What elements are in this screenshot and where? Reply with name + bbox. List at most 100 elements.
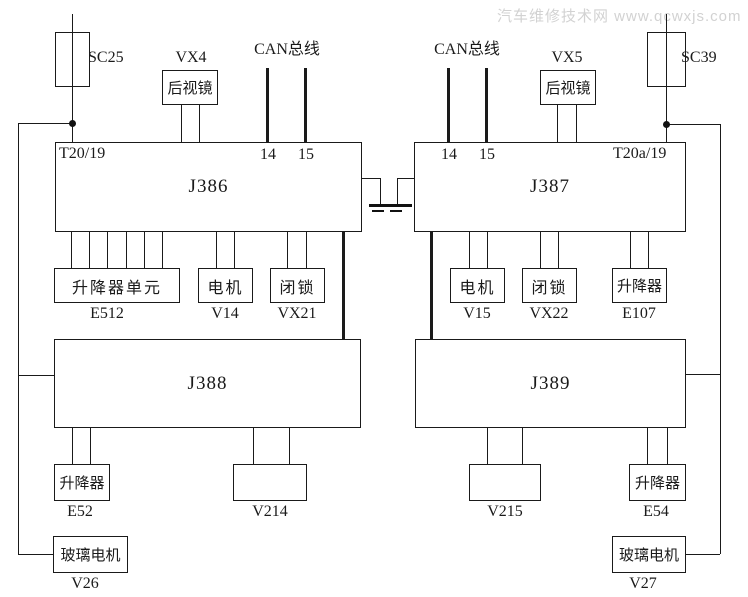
wire-ground-drop-right <box>397 178 398 205</box>
wire-j386-e512-3 <box>107 232 108 268</box>
can-bus-label-right: CAN总线 <box>434 41 500 58</box>
mirror-right-box: 后视镜 <box>540 70 596 105</box>
module-j387-label: J387 <box>530 176 570 197</box>
component-lifter-bottom-right: 升降器 <box>629 464 686 501</box>
mirror-left-code: VX4 <box>175 49 207 66</box>
junction-dot-right <box>663 121 670 128</box>
fuse-sc39-label: SC39 <box>681 49 717 66</box>
wire-j387-e107-1 <box>630 232 631 268</box>
wire-mirror-right-2 <box>576 105 577 142</box>
motor-left-code: V14 <box>211 305 239 322</box>
ground-icon-dash <box>390 210 402 212</box>
glass-motor-right-name: 玻璃电机 <box>618 548 679 564</box>
lifter-bottom-right-code: E54 <box>643 503 669 520</box>
watermark-text: 汽车维修技术网 www.qcwxjs.com <box>497 8 742 25</box>
wire-sc25-stem <box>72 14 73 142</box>
glass-motor-left-name: 玻璃电机 <box>60 548 121 564</box>
wire-can-left-1 <box>266 68 269 142</box>
j386-pin-15: 15 <box>298 146 314 163</box>
component-glass-motor-right: 玻璃电机 <box>612 536 686 573</box>
wire-j388-e52-2 <box>90 428 91 464</box>
mirror-right-name: 后视镜 <box>545 81 591 97</box>
wire-mirror-left-2 <box>199 105 200 142</box>
lock-right-name: 闭锁 <box>531 279 568 297</box>
mirror-left-name: 后视镜 <box>167 81 213 97</box>
wire-j387-vx22-1 <box>540 232 541 268</box>
module-j388-label: J388 <box>187 372 228 394</box>
module-j388: J388 <box>54 339 361 428</box>
v214-code: V214 <box>252 503 288 520</box>
lifter-mid-right-name: 升降器 <box>616 279 662 295</box>
wire-j387-v15-1 <box>469 232 470 268</box>
wire-can-left-2 <box>304 68 307 142</box>
mirror-right-code: VX5 <box>551 49 583 66</box>
lock-left-name: 闭锁 <box>279 279 316 297</box>
wire-j387-v15-2 <box>487 232 488 268</box>
junction-dot-left <box>69 120 76 127</box>
lock-left-code: VX21 <box>277 305 317 322</box>
wire-rail-v26 <box>18 554 53 555</box>
wire-j386-e512-4 <box>126 232 127 268</box>
lock-right-code: VX22 <box>529 305 569 322</box>
wire-rail-j388 <box>18 375 54 376</box>
component-motor-left: 电机 <box>198 268 253 303</box>
wire-left-branch <box>18 123 72 124</box>
can-bus-label-left: CAN总线 <box>254 41 320 58</box>
wire-mirror-right-1 <box>557 105 558 142</box>
component-v214 <box>233 464 307 501</box>
wire-ground-stub-right <box>397 178 415 179</box>
lifter-unit-code: E512 <box>90 305 124 322</box>
glass-motor-left-code: V26 <box>71 575 99 592</box>
wire-j386-j388 <box>342 232 345 340</box>
wire-rail-j389 <box>686 374 720 375</box>
component-lifter-unit: 升降器单元 <box>54 268 180 303</box>
wire-j387-e107-2 <box>648 232 649 268</box>
component-motor-right: 电机 <box>450 268 505 303</box>
wire-left-rail <box>18 123 19 554</box>
wire-ground-drop-left <box>380 178 381 205</box>
wire-sc39-stem <box>666 14 667 142</box>
component-v215 <box>469 464 541 501</box>
j387-pin-15: 15 <box>479 146 495 163</box>
wire-j389-e54-2 <box>667 428 668 464</box>
wire-mirror-left-1 <box>181 105 182 142</box>
wire-j386-v14-1 <box>216 232 217 268</box>
lifter-bottom-right-name: 升降器 <box>634 476 680 492</box>
component-lifter-bottom-left: 升降器 <box>54 464 110 501</box>
wire-j386-vx21-2 <box>306 232 307 268</box>
wire-can-right-2 <box>485 68 488 142</box>
module-j386-label: J386 <box>188 176 229 197</box>
wire-j386-e512-5 <box>144 232 145 268</box>
wire-j386-e512-6 <box>162 232 163 268</box>
lifter-bottom-left-name: 升降器 <box>59 476 105 492</box>
wire-right-branch <box>666 124 720 125</box>
wire-j389-v215-2 <box>522 428 523 464</box>
j387-pin-14: 14 <box>441 146 457 163</box>
wire-j386-v14-2 <box>234 232 235 268</box>
module-j387: J387 14 15 T20a/19 <box>414 142 686 232</box>
wire-j388-v214-2 <box>289 428 290 464</box>
wire-j386-e512-2 <box>89 232 90 268</box>
wire-ground-stub-left <box>362 178 381 179</box>
wire-j388-e52-1 <box>72 428 73 464</box>
fuse-sc25 <box>55 32 90 87</box>
module-j389: J389 <box>415 339 686 428</box>
fuse-sc39 <box>647 32 686 87</box>
component-lock-left: 闭锁 <box>270 268 325 303</box>
lifter-mid-right-code: E107 <box>622 305 656 322</box>
module-j389-label: J389 <box>530 372 571 394</box>
wire-j386-e512-1 <box>71 232 72 268</box>
component-lock-right: 闭锁 <box>522 268 577 303</box>
lifter-unit-name: 升降器单元 <box>71 279 162 297</box>
wire-rail-v27 <box>686 554 720 555</box>
ground-icon-dash <box>372 210 384 212</box>
lifter-bottom-left-code: E52 <box>67 503 93 520</box>
component-lifter-mid-right: 升降器 <box>612 268 667 303</box>
wire-j389-e54-1 <box>647 428 648 464</box>
module-j386: J386 T20/19 14 15 <box>55 142 362 232</box>
mirror-left-box: 后视镜 <box>162 70 218 105</box>
wire-j388-v214-1 <box>253 428 254 464</box>
v215-code: V215 <box>487 503 523 520</box>
j386-pin-t20: T20/19 <box>59 145 106 162</box>
j387-pin-t20a: T20a/19 <box>613 145 667 162</box>
